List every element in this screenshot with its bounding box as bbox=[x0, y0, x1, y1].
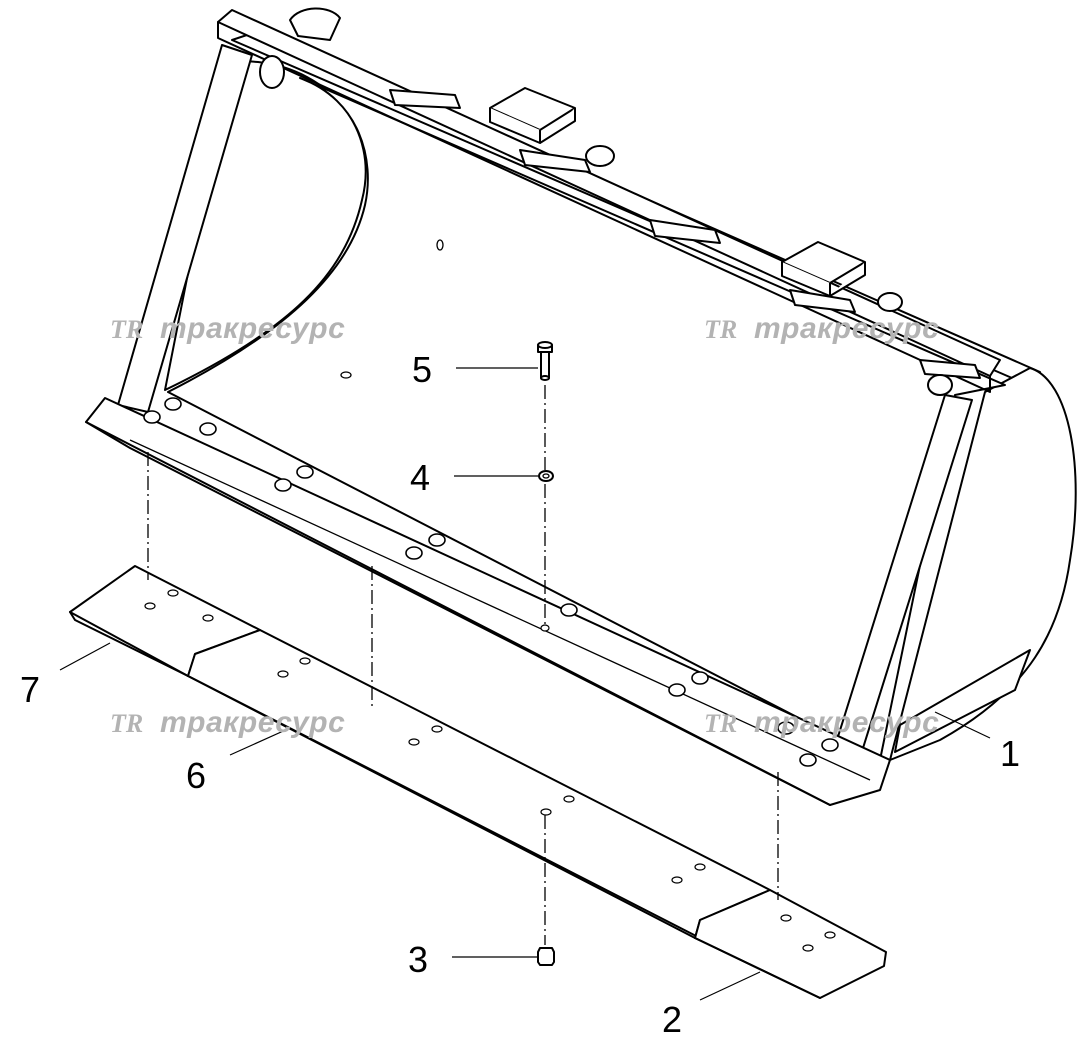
watermark-text: тракресурс bbox=[160, 706, 345, 739]
alignment-lines bbox=[147, 385, 779, 945]
watermark-logo: TR bbox=[110, 709, 143, 738]
watermark-logo: TR bbox=[704, 315, 737, 344]
nut-3 bbox=[537, 947, 555, 966]
watermark-top-right: TR тракресурс bbox=[704, 312, 939, 345]
bucket-body bbox=[85, 7, 1077, 806]
watermark-text: тракресурс bbox=[160, 312, 345, 345]
callout-7: 7 bbox=[20, 669, 40, 710]
washer-4 bbox=[538, 470, 554, 482]
callout-1: 1 bbox=[1000, 733, 1020, 774]
cutting-edge-2 bbox=[694, 889, 887, 999]
watermark-text: тракресурс bbox=[754, 312, 939, 345]
callout-3: 3 bbox=[408, 939, 428, 980]
watermark-logo: TR bbox=[704, 709, 737, 738]
bolt-heads bbox=[143, 397, 839, 767]
callout-labels: 1 2 3 4 5 6 7 bbox=[20, 349, 1020, 1040]
leader-lines bbox=[59, 367, 991, 1001]
watermark-logo: TR bbox=[110, 315, 143, 344]
watermark-bottom-right: TR тракресурс bbox=[704, 706, 939, 739]
callout-6: 6 bbox=[186, 755, 206, 796]
bolt-5 bbox=[537, 341, 553, 381]
callout-2: 2 bbox=[662, 999, 682, 1040]
callout-4: 4 bbox=[410, 457, 430, 498]
watermark-bottom-left: TR тракресурс bbox=[110, 706, 345, 739]
watermark-text: тракресурс bbox=[754, 706, 939, 739]
watermark-top-left: TR тракресурс bbox=[110, 312, 345, 345]
callout-5: 5 bbox=[412, 349, 432, 390]
